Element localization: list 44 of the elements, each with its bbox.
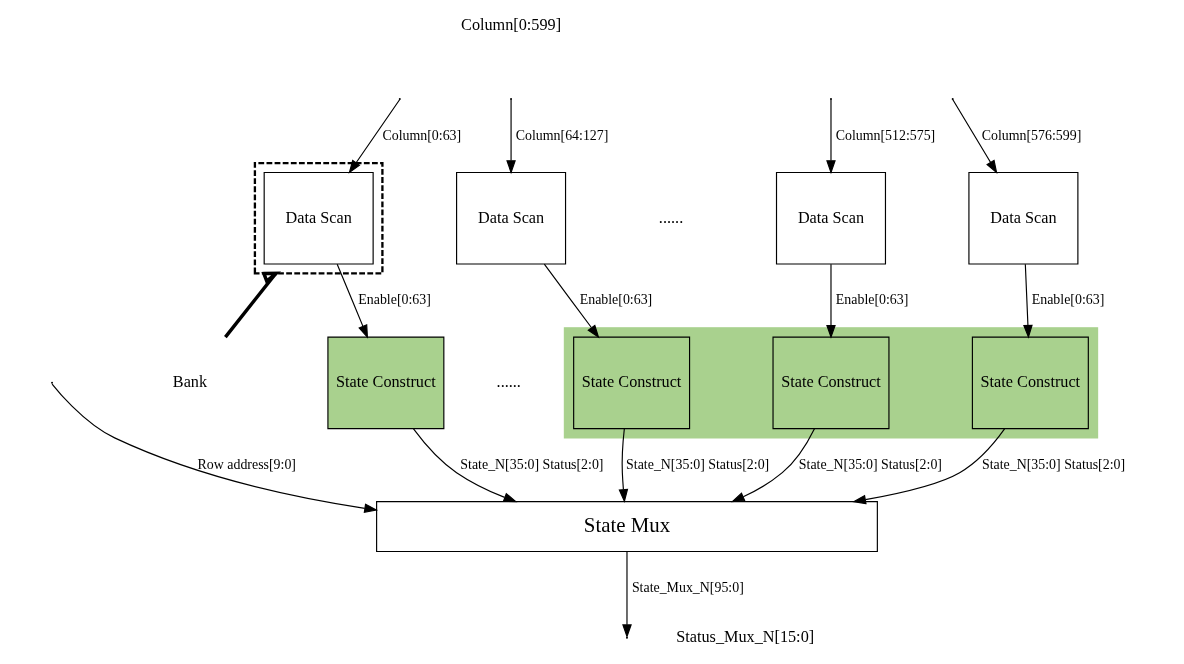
arrow <box>852 428 1006 505</box>
node-box: Data Scan <box>456 171 567 265</box>
arrow <box>952 98 998 174</box>
edge-label: Enable[0:63] <box>1031 292 1105 308</box>
arrow <box>730 428 816 503</box>
label: ...... <box>496 373 521 392</box>
edge-label: State_N[35:0] Status[2:0] <box>798 456 942 472</box>
edge-label: Column[0:63] <box>382 127 462 143</box>
arrow <box>224 271 282 339</box>
edge-label: State_N[35:0] Status[2:0] <box>981 456 1126 472</box>
cluster <box>253 162 384 275</box>
node-box: State Construct <box>327 336 445 430</box>
edge-label: State_N[35:0] Status[2:0] <box>626 456 770 472</box>
edge-label: Column[512:575] <box>835 127 936 143</box>
arrow <box>622 551 632 639</box>
arrow <box>618 428 629 504</box>
edge-label: Row address[9:0] <box>197 456 296 472</box>
node-box: Data Scan <box>968 171 1079 265</box>
edge-label: State_Mux_N[95:0] <box>631 579 744 595</box>
edge-label: Enable[0:63] <box>358 292 431 308</box>
label: Status_Mux_N[15:0] <box>676 628 815 647</box>
arrow <box>348 98 401 174</box>
node-box: Data Scan <box>263 171 374 265</box>
label: ...... <box>658 208 684 227</box>
edge-label: State_N[35:0] Status[2:0] <box>460 456 604 472</box>
node-box: State Construct <box>971 336 1089 430</box>
arrow <box>506 98 516 175</box>
edge-label: Enable[0:63] <box>835 292 909 308</box>
node-box: State Construct <box>772 336 890 430</box>
edge-label: Column[576:599] <box>981 127 1082 143</box>
arrow <box>412 428 518 503</box>
node-box: State Construct <box>573 336 691 430</box>
arrow <box>543 263 600 339</box>
cluster <box>563 327 1099 439</box>
arrow <box>51 383 379 514</box>
edge-label: Column[64:127] <box>515 127 609 143</box>
arrow <box>826 263 836 339</box>
node-box: Data Scan <box>775 171 887 265</box>
label: Column[0:599] <box>461 16 562 35</box>
arrow <box>826 98 836 175</box>
arrow <box>1023 263 1033 339</box>
node-box: State Mux <box>376 501 878 553</box>
node-text: Bank <box>172 373 208 392</box>
edge-label: Enable[0:63] <box>579 292 653 308</box>
